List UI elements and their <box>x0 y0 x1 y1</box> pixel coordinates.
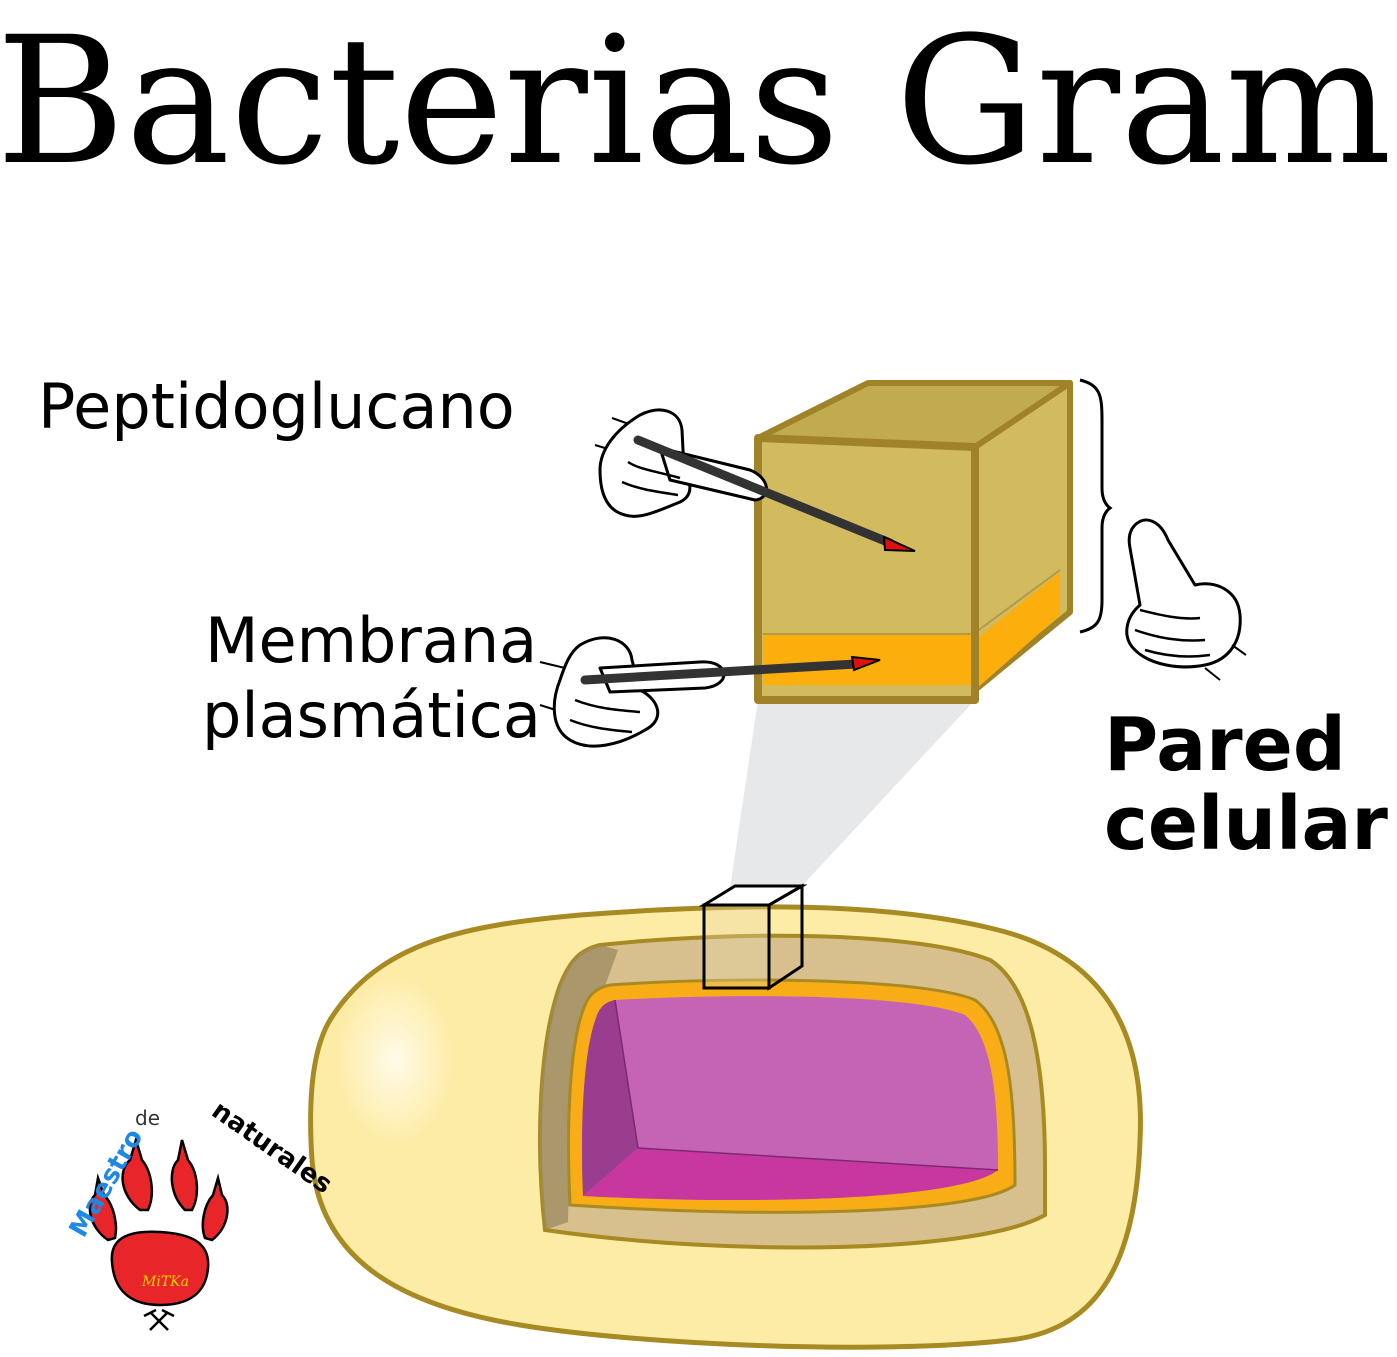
logo-signature: MiTKa <box>141 1274 189 1290</box>
cell-wall-cube <box>754 380 1073 704</box>
label-membrane-line2: plasmática <box>202 679 541 752</box>
label-wall-line1: Pared <box>1104 702 1346 788</box>
pointing-hand-top <box>594 408 916 552</box>
pointer-tip-membrane <box>850 655 881 672</box>
bacterium-cell <box>308 904 1143 1350</box>
logo-text-de: de <box>135 1106 160 1130</box>
sample-cube-small <box>698 883 808 991</box>
pointing-hand-right <box>1125 518 1247 681</box>
label-peptidoglycan: Peptidoglucano <box>38 370 515 443</box>
paw-icon <box>88 1135 229 1307</box>
label-membrane-line1: Membrana <box>205 604 537 677</box>
label-wall-line2: celular <box>1104 781 1388 867</box>
pointer-tip-peptidoglycan <box>882 535 916 552</box>
crossed-hammers-icon <box>143 1308 175 1331</box>
cytoplasm <box>582 996 998 1201</box>
cube-side-membrane <box>975 572 1060 690</box>
pointing-hand-middle <box>539 636 881 748</box>
wall-brace <box>1079 378 1113 634</box>
page-title: Bacterias Gram + <box>0 0 1397 204</box>
cytoplasm-floor <box>583 1148 998 1201</box>
cell-highlight <box>335 975 455 1145</box>
magnification-beam <box>730 700 975 888</box>
cytoplasm-shadow-left <box>582 1000 638 1196</box>
maestro-de-naturales-logo: MiTKa Maestro de naturales <box>64 1095 338 1331</box>
